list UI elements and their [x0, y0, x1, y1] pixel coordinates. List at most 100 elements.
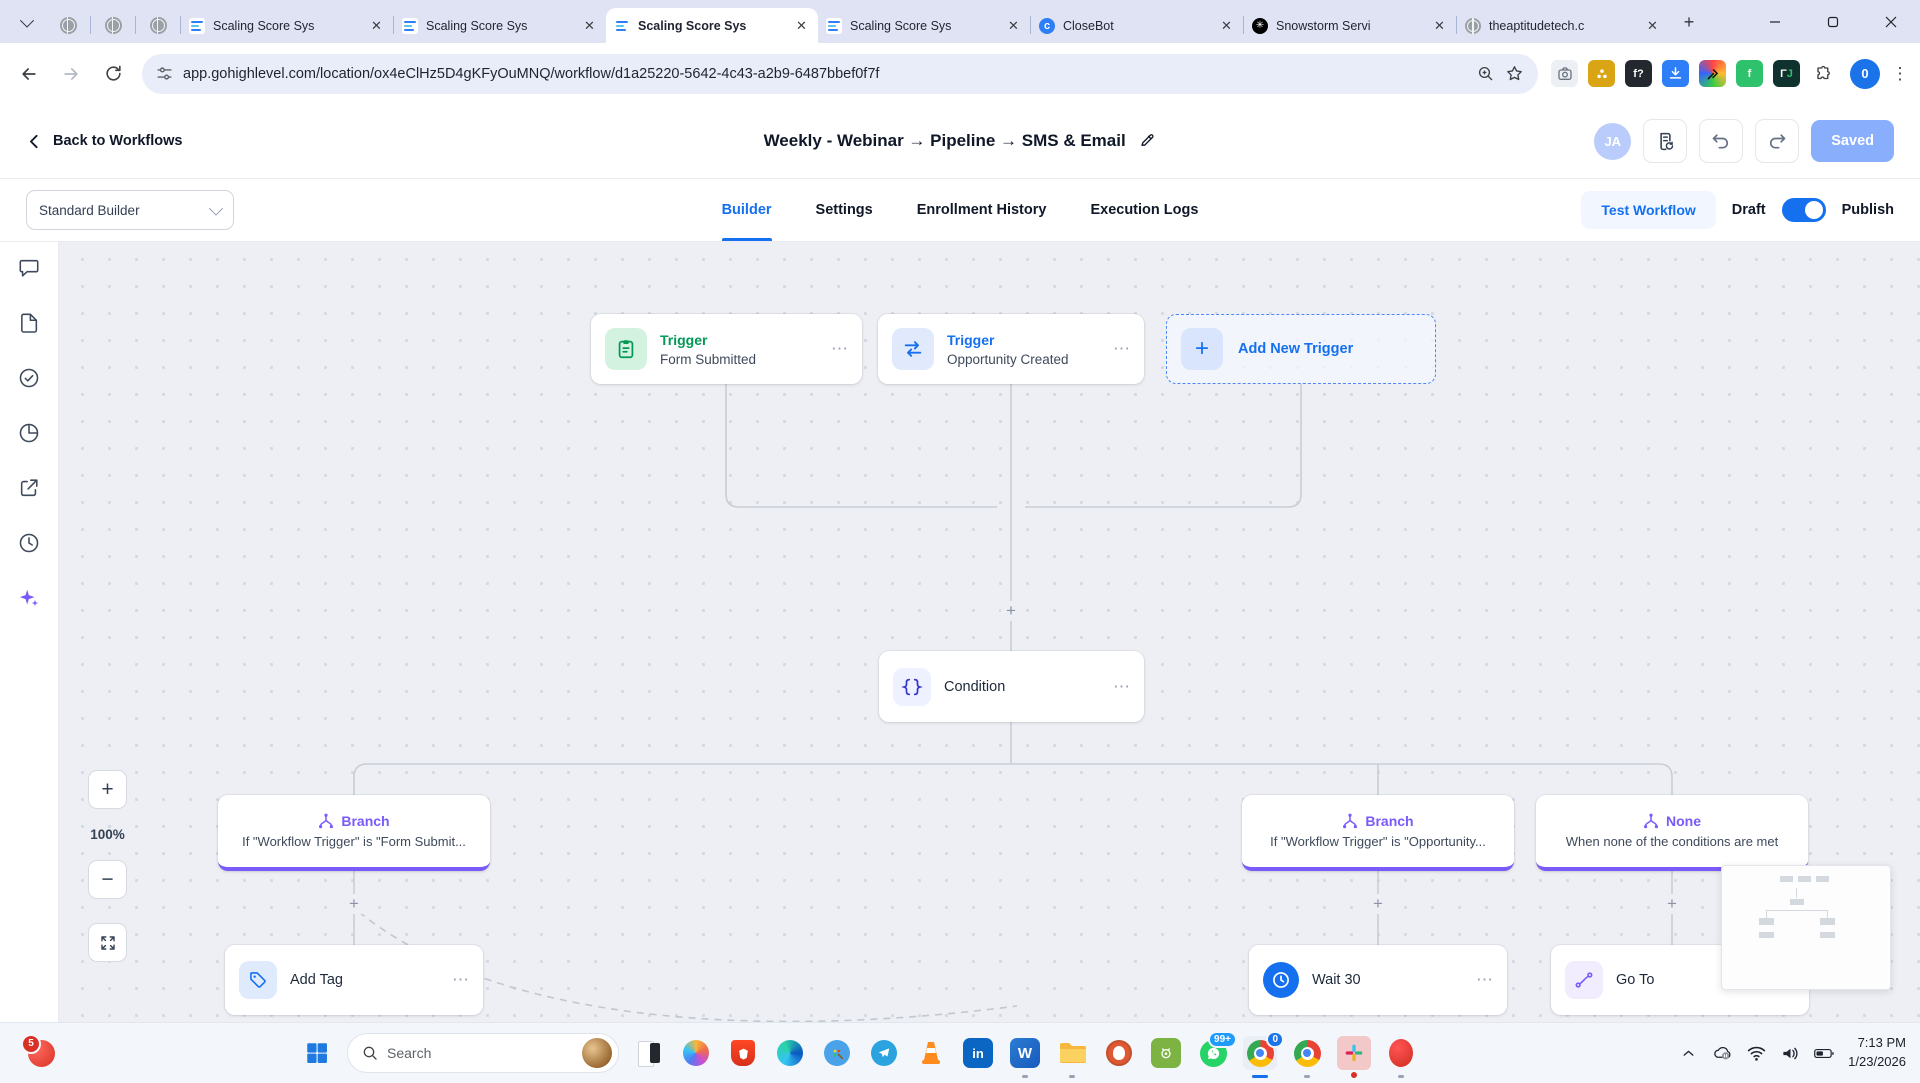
- android-studio-icon[interactable]: [1149, 1036, 1183, 1070]
- file-icon[interactable]: [17, 311, 41, 335]
- new-tab-button[interactable]: [1675, 8, 1703, 36]
- alert-tray-icon[interactable]: 5: [21, 1033, 55, 1067]
- close-window-button[interactable]: [1862, 0, 1920, 43]
- tab-search-button[interactable]: [12, 7, 42, 37]
- tab-scaling-score-3-active[interactable]: Scaling Score Sys: [606, 8, 818, 43]
- wifi-icon[interactable]: [1746, 1043, 1766, 1063]
- pie-chart-icon[interactable]: [17, 421, 41, 445]
- tab-theaptitudetech[interactable]: theaptitudetech.c: [1457, 8, 1669, 43]
- tab-builder[interactable]: Builder: [721, 179, 772, 241]
- saved-button[interactable]: Saved: [1811, 120, 1894, 162]
- workflow-canvas[interactable]: Trigger Form Submitted Trigger Opportuni…: [59, 242, 1920, 1022]
- close-icon[interactable]: [368, 17, 385, 34]
- slack-icon[interactable]: [1337, 1036, 1371, 1078]
- minimize-button[interactable]: [1746, 0, 1804, 43]
- vlc-icon[interactable]: [914, 1036, 948, 1070]
- extension-colorpicker-icon[interactable]: [1699, 60, 1726, 87]
- bookmark-star-icon[interactable]: [1505, 64, 1524, 83]
- chat-icon[interactable]: [17, 256, 41, 280]
- add-step-plus[interactable]: [344, 894, 364, 914]
- back-button[interactable]: [10, 55, 48, 93]
- edge-icon[interactable]: [773, 1036, 807, 1070]
- duckduckgo-icon[interactable]: [1102, 1036, 1136, 1070]
- builder-mode-select[interactable]: Standard Builder: [26, 190, 234, 230]
- action-node-wait-30[interactable]: Wait 30: [1249, 945, 1507, 1015]
- tab-scaling-score-4[interactable]: Scaling Score Sys: [818, 8, 1030, 43]
- reload-button[interactable]: [94, 55, 132, 93]
- linkedin-icon[interactable]: in: [961, 1036, 995, 1070]
- condition-node[interactable]: Condition: [879, 651, 1144, 722]
- pinned-tab-2[interactable]: [91, 8, 135, 42]
- node-menu-icon[interactable]: [452, 970, 469, 990]
- file-explorer-icon[interactable]: [1055, 1036, 1089, 1078]
- trigger-node-opportunity-created[interactable]: Trigger Opportunity Created: [878, 314, 1144, 384]
- tray-chevron-up-icon[interactable]: [1678, 1043, 1698, 1063]
- tab-scaling-score-2[interactable]: Scaling Score Sys: [394, 8, 606, 43]
- tab-scaling-score-1[interactable]: Scaling Score Sys: [181, 8, 393, 43]
- battery-icon[interactable]: [1814, 1043, 1834, 1063]
- add-step-plus[interactable]: [1001, 601, 1021, 621]
- maximize-button[interactable]: [1804, 0, 1862, 43]
- version-history-button[interactable]: [1643, 119, 1688, 163]
- chrome-secondary-icon[interactable]: [1290, 1036, 1324, 1078]
- start-button[interactable]: [300, 1036, 334, 1070]
- tab-closebot[interactable]: c CloseBot: [1031, 8, 1243, 43]
- edit-pencil-icon[interactable]: [1139, 131, 1156, 148]
- add-new-trigger-button[interactable]: Add New Trigger: [1166, 314, 1436, 384]
- close-icon[interactable]: [1431, 17, 1448, 34]
- check-circle-icon[interactable]: [17, 366, 41, 390]
- tab-execution-logs[interactable]: Execution Logs: [1090, 202, 1199, 218]
- task-view-icon[interactable]: [632, 1036, 666, 1070]
- minimap[interactable]: [1721, 865, 1891, 990]
- test-workflow-button[interactable]: Test Workflow: [1581, 191, 1716, 229]
- whatsapp-icon[interactable]: 99+: [1196, 1031, 1237, 1070]
- copilot-icon[interactable]: [679, 1036, 713, 1070]
- taskbar-search[interactable]: Search: [347, 1033, 619, 1073]
- word-icon[interactable]: W: [1008, 1036, 1042, 1078]
- extension-downloader-icon[interactable]: [1662, 60, 1689, 87]
- zoom-in-button[interactable]: [88, 770, 127, 809]
- volume-icon[interactable]: [1780, 1043, 1800, 1063]
- node-menu-icon[interactable]: [831, 339, 848, 359]
- trigger-node-form-submitted[interactable]: Trigger Form Submitted: [591, 314, 862, 384]
- close-icon[interactable]: [1644, 17, 1661, 34]
- add-step-plus[interactable]: [1368, 894, 1388, 914]
- branch-node-form-submitted[interactable]: Branch If "Workflow Trigger" is "Form Su…: [218, 795, 490, 871]
- url-text[interactable]: app.gohighlevel.com/location/ox4eClHz5D4…: [183, 65, 880, 82]
- address-bar[interactable]: app.gohighlevel.com/location/ox4eClHz5D4…: [142, 53, 1538, 94]
- browser-profile-avatar[interactable]: 0: [1850, 58, 1880, 89]
- action-node-add-tag[interactable]: Add Tag: [225, 945, 483, 1015]
- redo-button[interactable]: [1755, 119, 1800, 163]
- taskbar-clock[interactable]: 7:13 PM 1/23/2026: [1848, 1034, 1906, 1072]
- close-icon[interactable]: [581, 17, 598, 34]
- back-to-workflows-link[interactable]: Back to Workflows: [26, 133, 182, 150]
- undo-button[interactable]: [1699, 119, 1744, 163]
- user-avatar[interactable]: JA: [1594, 122, 1632, 160]
- external-link-icon[interactable]: [17, 476, 41, 500]
- tab-snowstorm[interactable]: ✳ Snowstorm Servi: [1244, 8, 1456, 43]
- add-step-plus[interactable]: [1662, 894, 1682, 914]
- history-clock-icon[interactable]: [17, 531, 41, 555]
- node-menu-icon[interactable]: [1113, 339, 1130, 359]
- branch-node-none[interactable]: None When none of the conditions are met: [1536, 795, 1808, 871]
- pinned-tab-3[interactable]: [136, 8, 180, 42]
- fit-view-button[interactable]: [88, 923, 127, 962]
- branch-node-opportunity[interactable]: Branch If "Workflow Trigger" is "Opportu…: [1242, 795, 1514, 871]
- paint-icon[interactable]: [820, 1036, 854, 1070]
- close-icon[interactable]: [1005, 17, 1022, 34]
- site-settings-icon[interactable]: [156, 65, 173, 82]
- extension-fq-icon[interactable]: f?: [1625, 60, 1652, 87]
- tab-enrollment-history[interactable]: Enrollment History: [916, 202, 1047, 218]
- node-menu-icon[interactable]: [1476, 970, 1493, 990]
- tab-settings[interactable]: Settings: [815, 202, 873, 218]
- onedrive-paused-icon[interactable]: [1712, 1043, 1732, 1063]
- chrome-active-icon[interactable]: 0: [1243, 1031, 1284, 1078]
- node-menu-icon[interactable]: [1113, 677, 1130, 697]
- zoom-out-button[interactable]: [88, 860, 127, 899]
- telegram-icon[interactable]: [867, 1036, 901, 1070]
- extension-screenshot-icon[interactable]: [1551, 60, 1578, 87]
- publish-toggle[interactable]: [1781, 198, 1826, 222]
- extension-gold-icon[interactable]: [1588, 60, 1615, 87]
- red-app-icon[interactable]: [1384, 1036, 1418, 1078]
